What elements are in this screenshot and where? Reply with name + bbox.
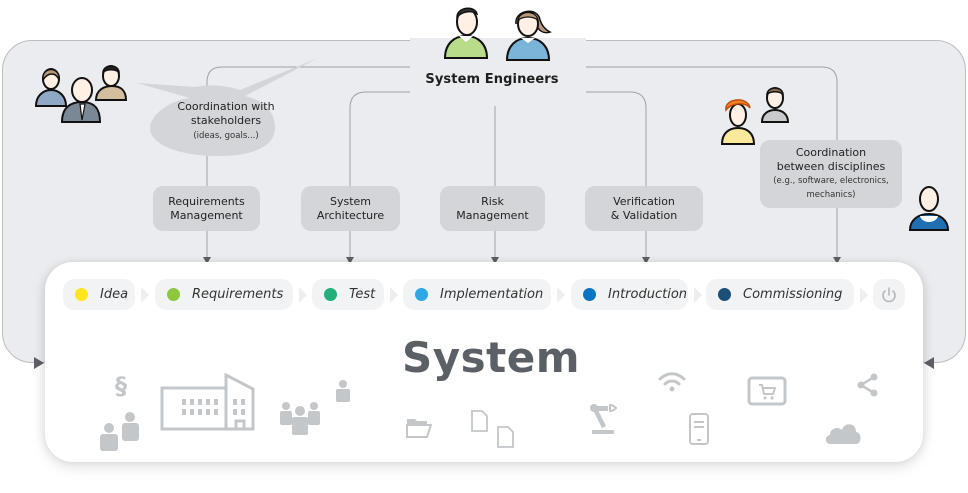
arrow-down <box>346 257 354 264</box>
phase-label: Implementation <box>440 287 544 302</box>
phase-dot <box>75 288 88 301</box>
activity-label: Requirements <box>168 194 245 208</box>
line-to-disciplines <box>586 66 838 140</box>
engineers-area <box>410 38 586 94</box>
discipline-coordination-box: Coordination between disciplines (e.g., … <box>760 140 902 208</box>
phase-commissioning[interactable]: Commissioning <box>706 279 854 310</box>
share-icon <box>856 373 880 397</box>
documents-icon <box>470 409 518 449</box>
phase-label: Introduction <box>608 287 688 302</box>
disciplines-title-line1: Coordination <box>795 146 867 159</box>
disciplines-subtitle-line1: (e.g., software, electronics, <box>773 176 889 186</box>
activity-label: & Validation <box>610 208 678 222</box>
phase-introduction[interactable]: Introduction <box>571 279 688 310</box>
phase-test[interactable]: Test <box>312 279 384 310</box>
discipline-people-icon <box>718 82 794 148</box>
stakeholders-group-icon <box>34 62 130 126</box>
activity-risk-management[interactable]: Risk Management <box>440 186 545 231</box>
team-icon <box>278 401 322 437</box>
disciplines-subtitle-line2: mechanics) <box>806 190 856 200</box>
bubble-title-line2: stakeholders <box>190 114 262 127</box>
stakeholder-speech-bubble <box>137 58 318 156</box>
phase-label: Requirements <box>192 287 284 302</box>
activity-label: Risk <box>481 194 504 208</box>
power-button[interactable] <box>873 279 905 310</box>
activity-verification-validation[interactable]: Verification & Validation <box>585 186 703 231</box>
system-title: System <box>402 333 580 382</box>
mobile-device-icon <box>688 412 710 446</box>
factory-building-icon <box>160 373 256 433</box>
arrow-down <box>833 257 841 264</box>
activity-label: Management <box>170 208 243 222</box>
phase-idea[interactable]: Idea <box>63 279 135 310</box>
disciplines-title-line2: between disciplines <box>776 160 886 173</box>
shopping-cart-screen-icon <box>747 376 787 406</box>
arrow-down <box>203 257 211 264</box>
engineer-female-avatar <box>502 4 554 64</box>
phase-label: Commissioning <box>743 287 843 302</box>
line-to-verification <box>570 91 647 186</box>
cloud-icon <box>824 420 862 446</box>
power-icon <box>882 286 896 302</box>
phase-dot <box>415 288 428 301</box>
arrow-down <box>642 257 650 264</box>
activity-label: Verification <box>613 194 675 208</box>
activity-label: Architecture <box>316 208 385 222</box>
robot-arm-icon <box>588 404 622 436</box>
phase-dot <box>324 288 337 301</box>
phase-label: Test <box>349 287 376 302</box>
chevron-right-icon <box>141 287 149 303</box>
activity-requirements-management[interactable]: Requirements Management <box>153 186 260 231</box>
svg-text:§: § <box>115 372 127 398</box>
engineer-male-avatar <box>440 2 492 62</box>
phase-dot <box>167 288 180 301</box>
line-to-stakeholders <box>206 66 410 102</box>
line-to-architecture <box>349 91 420 186</box>
folder-icon <box>405 415 433 439</box>
stakeholder-coordination-text: Coordination with stakeholders (ideas, g… <box>150 100 302 144</box>
chevron-right-icon <box>860 287 868 303</box>
bubble-title-line1: Coordination with <box>177 100 275 113</box>
arrow-right-left-edge <box>34 357 44 369</box>
wifi-icon <box>657 370 687 394</box>
phase-dot <box>718 288 731 301</box>
activity-label: Management <box>456 208 529 222</box>
chevron-right-icon <box>390 287 398 303</box>
chevron-right-icon <box>299 287 307 303</box>
paragraph-icon: § <box>114 372 130 398</box>
phase-implementation[interactable]: Implementation <box>403 279 551 310</box>
chevron-right-icon <box>557 287 565 303</box>
technician-avatar <box>906 184 952 234</box>
bubble-subtitle: (ideas, goals...) <box>193 131 259 141</box>
person-icon <box>335 379 351 403</box>
system-engineers-label: System Engineers <box>425 72 559 87</box>
activity-label: System <box>329 194 372 208</box>
activity-system-architecture[interactable]: System Architecture <box>301 186 400 231</box>
people-pair-icon <box>98 410 142 452</box>
arrow-down <box>491 257 499 264</box>
phase-label: Idea <box>100 287 129 302</box>
arrow-left-right-edge <box>924 357 934 369</box>
phase-dot <box>583 288 596 301</box>
chevron-right-icon <box>694 287 702 303</box>
phase-requirements[interactable]: Requirements <box>155 279 293 310</box>
